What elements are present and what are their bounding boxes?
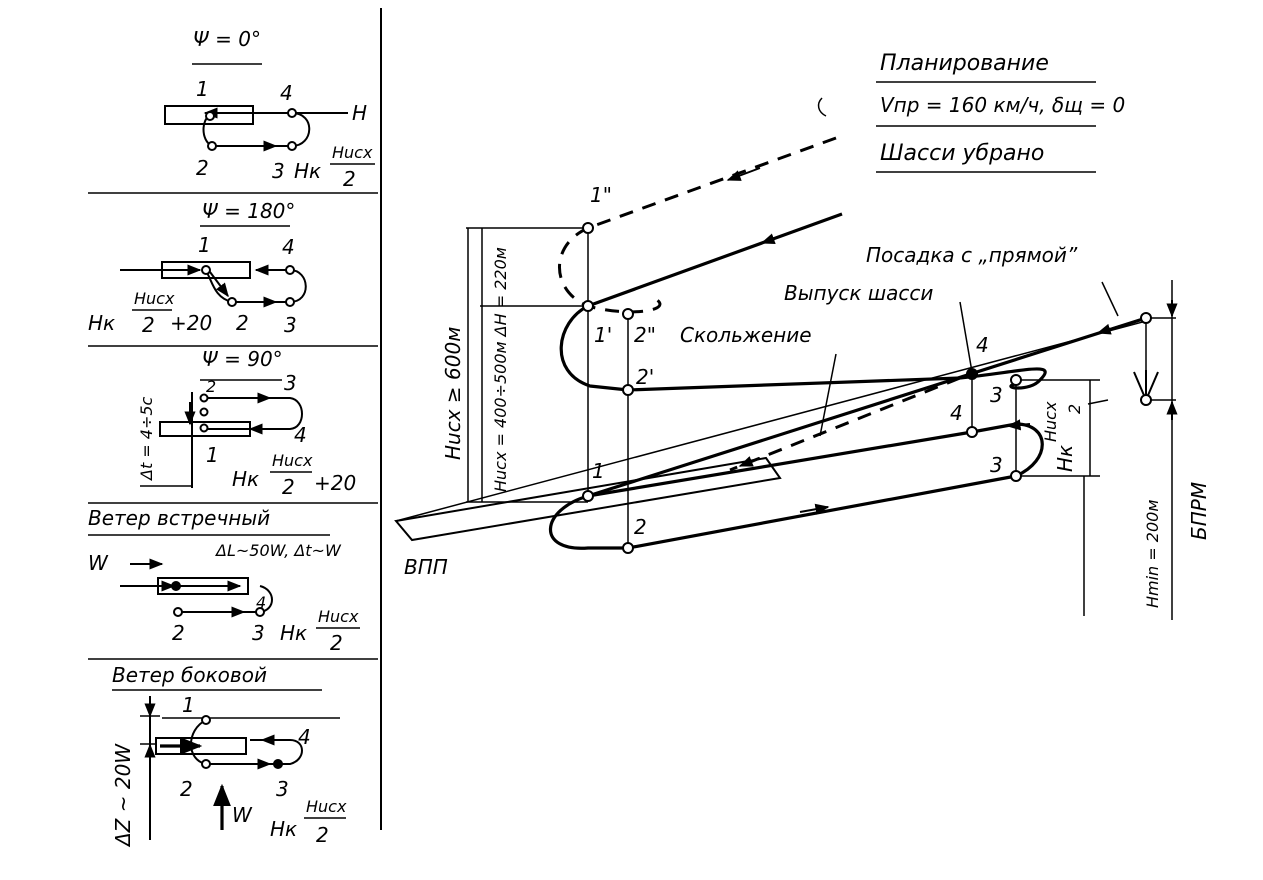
point-label: 3 [252, 621, 265, 645]
panel-psi-0: Ψ = 0° 1 4 2 3 H Hк Hucx 2 [164, 27, 375, 191]
panel-crosswind: Ветер боковой 1 4 2 3 ΔZ ~ 20W W Hк Hucx… [111, 663, 347, 848]
fraction-numerator: Hucx [306, 797, 347, 816]
point-label: 4 [298, 725, 311, 749]
height-label: H [352, 101, 367, 125]
fraction-denominator: 2 [343, 167, 356, 191]
beacon-label: БПРМ [1187, 482, 1211, 540]
wind-label: W [88, 551, 109, 575]
header-gliding: Планирование [880, 51, 1049, 76]
point-label: 2 [172, 621, 185, 645]
point-label: 2 [180, 777, 193, 801]
point-label: 1 [206, 443, 219, 467]
slip-label: Скольжение [680, 323, 812, 347]
point-label: 1 [198, 233, 211, 257]
point-label: 3 [284, 313, 297, 337]
fraction-numerator: Hucx [272, 451, 313, 470]
offset-label: +20 [314, 471, 356, 495]
height-label: Hк [280, 621, 307, 645]
min-height-label: Hmin = 200м [1143, 500, 1162, 608]
point-label: 2 [206, 377, 216, 396]
initial-height-range-label: Hucx = 400÷500м ΔH = 220м [491, 247, 510, 492]
gear-extension-label: Выпуск шасси [784, 281, 933, 305]
height-label: Hк [232, 467, 259, 491]
wind-label: W [232, 803, 253, 827]
point-label: 2 [196, 156, 209, 180]
panel-headwind: Ветер встречный ΔL~50W, Δt~W W 2 3 4 Hк … [88, 506, 360, 655]
turn-point [287, 108, 297, 118]
lateral-offset-label: ΔZ ~ 20W [111, 743, 135, 848]
height-label: Hк [88, 311, 115, 335]
runway-label: ВПП [404, 555, 448, 579]
panel-title: Ψ = 180° [202, 199, 295, 223]
header-gear-up: Шасси убрано [880, 141, 1044, 166]
offset-label: +20 [170, 311, 212, 335]
point-label: 1' [594, 323, 612, 347]
hk-fraction-numerator: Hucx [1041, 401, 1060, 442]
point-label: 3 [284, 371, 297, 395]
hk-fraction-denominator: 2 [1065, 404, 1084, 414]
point-label: 4 [950, 401, 963, 425]
point-label: 1 [182, 693, 195, 717]
height-label: Hк [270, 817, 297, 841]
turn-point [287, 141, 297, 151]
panel-title: Ветер боковой [112, 663, 267, 687]
panel-title: Ψ = 90° [202, 347, 283, 371]
point-label: 3 [276, 777, 289, 801]
point-label: 4 [282, 235, 295, 259]
fraction-denominator: 2 [316, 823, 329, 847]
initial-height-label: Hucx ≥ 600м [441, 327, 465, 460]
header-speed: Vпр = 160 км/ч, δщ = 0 [880, 93, 1125, 117]
turn-point [205, 111, 215, 121]
point-label: 1 [196, 77, 209, 101]
point-label: 1" [590, 183, 612, 207]
panel-psi-180: Ψ = 180° 1 4 2 3 Hк Hucx 2 +20 [88, 199, 307, 337]
turn-point [207, 141, 217, 151]
point-label: 2' [636, 365, 654, 389]
panel-psi-90: Ψ = 90° 2 3 4 1 Δt = 4÷5c Hк Hucx 2 +20 [137, 347, 356, 499]
point-label: 2 [634, 515, 647, 539]
wind-effect-label: ΔL~50W, Δt~W [214, 541, 342, 560]
main-approach-diagram: Планирование Vпр = 160 км/ч, δщ = 0 Шасс… [394, 51, 1211, 620]
point-label: 4 [280, 81, 293, 105]
point-label: 2" [634, 323, 656, 347]
fraction-denominator: 2 [330, 631, 343, 655]
point-label: 3 [272, 159, 285, 183]
fraction-numerator: Hucx [318, 607, 359, 626]
point-label: 4 [976, 333, 989, 357]
point-label: 2 [236, 311, 249, 335]
fraction-denominator: 2 [282, 475, 295, 499]
hk-side-label: Hк [1053, 445, 1077, 472]
fraction-denominator: 2 [142, 313, 155, 337]
point-label: 3 [990, 453, 1003, 477]
panel-title: Ψ = 0° [193, 27, 261, 51]
panel-title: Ветер встречный [88, 506, 270, 530]
point-label: 4 [294, 423, 307, 447]
fraction-numerator: Hucx [332, 143, 373, 162]
point-label: 4 [256, 593, 266, 612]
fraction-numerator: Hucx [134, 289, 175, 308]
point-label: 3 [990, 383, 1003, 407]
time-interval-label: Δt = 4÷5c [137, 396, 156, 482]
point-label: 1 [592, 459, 605, 483]
height-label: Hк [294, 159, 321, 183]
landing-straight-label: Посадка с „прямой” [866, 243, 1078, 267]
